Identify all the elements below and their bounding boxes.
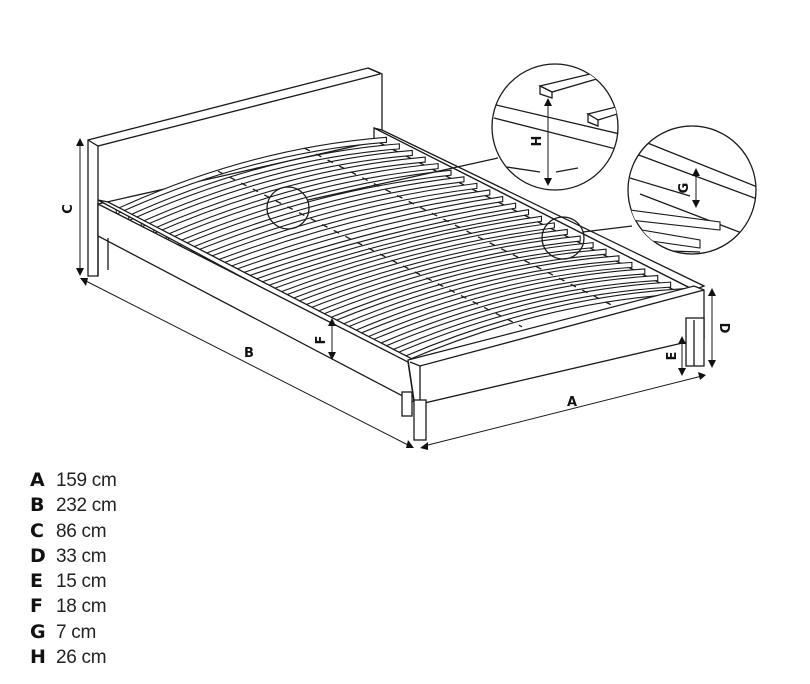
dimension-legend: A 159 cm B 232 cm C 86 cm D 33 cm E 15 cm F 18… — [30, 468, 117, 670]
legend-value: 86 cm — [56, 520, 107, 542]
detail-g: G — [627, 125, 757, 255]
legend-key: E — [30, 570, 43, 593]
legend-row-e: E 15 cm — [30, 569, 117, 594]
slat — [303, 235, 581, 312]
dim-label-d: D — [716, 323, 731, 334]
slat-support-line — [304, 147, 612, 306]
slat — [290, 228, 568, 305]
legend-key: D — [30, 544, 46, 567]
slat — [328, 248, 607, 325]
slat — [128, 143, 400, 222]
slat — [353, 261, 633, 337]
legend-key: A — [30, 469, 45, 491]
dimension-a: A — [420, 372, 706, 450]
legend-row-d: D 33 cm — [30, 544, 117, 569]
dim-label-c: C — [61, 204, 76, 214]
slat — [228, 195, 504, 273]
legend-row-c: C 86 cm — [30, 519, 117, 544]
detail-marker-g — [541, 216, 585, 260]
slat — [153, 156, 426, 235]
slat — [240, 202, 517, 280]
slat-support-line — [217, 170, 523, 328]
legend-value: 18 cm — [56, 596, 107, 618]
legend-key: B — [30, 494, 45, 517]
legend-key: F — [30, 595, 43, 618]
dimension-b: B — [80, 278, 414, 448]
slat — [265, 215, 543, 292]
legend-key: H — [30, 646, 46, 669]
legend-value: 7 cm — [56, 621, 96, 643]
dim-label-a: A — [567, 395, 577, 410]
legend-row-g: G 7 cm — [30, 620, 117, 645]
legend-key: C — [30, 519, 44, 542]
legend-value: 26 cm — [56, 647, 107, 669]
slat — [165, 163, 439, 241]
dimension-e: E — [665, 336, 686, 376]
legend-key: G — [30, 620, 46, 643]
footboard — [401, 285, 705, 441]
slat — [365, 268, 646, 344]
bed-dimension-drawing: H G C B A — [61, 63, 757, 450]
legend-row-h: H 26 cm — [30, 645, 117, 670]
dim-label-e: E — [665, 352, 680, 361]
slat — [190, 176, 465, 254]
slat — [390, 281, 672, 357]
dim-label-h: H — [530, 136, 545, 147]
dimension-c: C — [61, 138, 84, 276]
slat — [253, 209, 530, 286]
detail-marker-h — [266, 186, 310, 230]
legend-row-f: F 18 cm — [30, 594, 117, 619]
slat — [215, 189, 491, 267]
detail-h: H — [491, 63, 619, 191]
legend-value: 33 cm — [56, 545, 107, 567]
slat — [378, 274, 659, 350]
legend-value: 232 cm — [56, 495, 117, 517]
legend-row-b: B 232 cm — [30, 493, 117, 518]
legend-value: 159 cm — [56, 470, 117, 491]
dim-label-b: B — [244, 346, 254, 361]
slat — [115, 136, 388, 216]
slat — [278, 222, 555, 299]
legend-value: 15 cm — [56, 571, 107, 593]
slat — [315, 242, 594, 318]
dim-label-g: G — [677, 183, 692, 194]
slat — [140, 149, 413, 228]
legend-row-a: A 159 cm — [30, 468, 117, 493]
dimension-d: D — [708, 288, 731, 368]
slat — [203, 182, 478, 260]
slat — [178, 169, 452, 248]
slat — [340, 255, 620, 331]
dimension-f: F — [314, 318, 336, 360]
slat-grid — [115, 136, 685, 363]
left-side-rail — [97, 199, 420, 404]
dim-label-f: F — [314, 336, 329, 345]
